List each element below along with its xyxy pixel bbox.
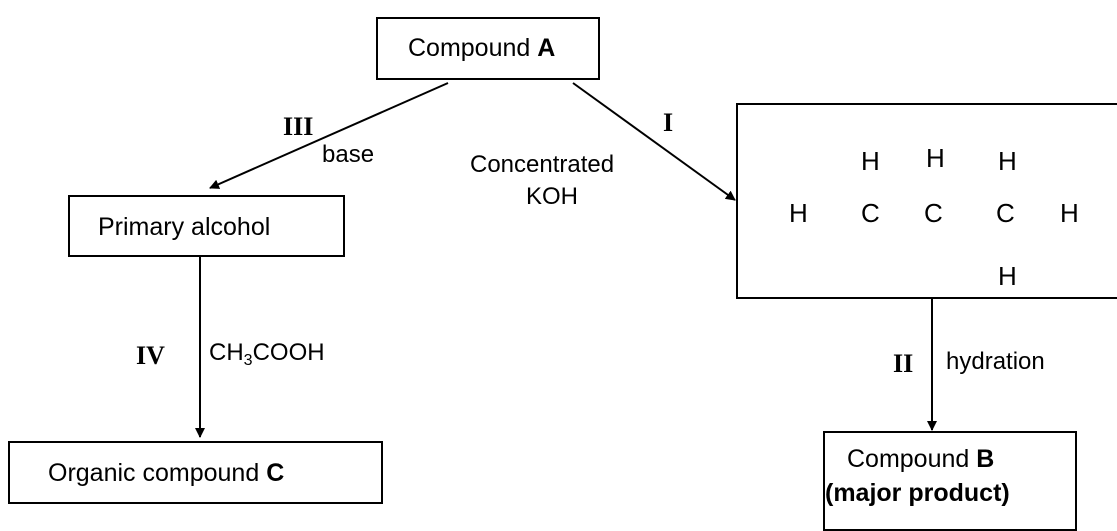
atom-c3: C [996,198,1015,228]
step-iii-label: III [283,112,314,141]
atom-h-bottom-c3: H [998,261,1017,291]
primary-alcohol-label: Primary alcohol [98,213,271,241]
step-iv-reagent: CH3COOH [209,339,325,370]
step-i-reagent-line2: KOH [526,183,579,210]
compound-a-letter: A [537,34,556,62]
atom-h-top-c1: H [861,146,880,176]
step-iv-reagent-rest: COOH [252,339,325,366]
compound-b-prefix: Compound [847,445,970,473]
compound-a-prefix: Compound [408,34,531,62]
atom-c1: C [861,198,880,228]
atom-h-right: H [1060,198,1079,228]
compound-c-box: Organic compound C [8,441,383,504]
propene-box [736,103,1117,299]
step-i-reagent-line1: Concentrated [470,151,615,178]
step-iv-reagent-main: CH [209,339,244,366]
arrow-step-i [572,82,736,201]
compound-b-note: (major product) [825,479,1010,507]
step-iv-label: IV [136,341,165,370]
compound-c-letter: C [266,459,285,487]
compound-c-prefix: Organic compound [48,459,260,487]
atom-h-top-c2: H [926,143,945,173]
arrow-step-iii [209,82,449,189]
compound-a-box: Compound A [376,17,600,80]
step-ii-reagent: hydration [946,348,1045,375]
compound-b-label: Compound B [847,445,994,474]
atom-h-top-c3: H [998,146,1017,176]
atom-h-left: H [789,198,808,228]
primary-alcohol-box: Primary alcohol [68,195,345,257]
compound-a-label: Compound A [408,34,555,63]
atom-c2: C [924,198,943,228]
step-ii-label: II [893,349,914,378]
step-i-label: I [663,108,674,137]
step-iv-reagent-sub: 3 [243,352,253,369]
compound-b-box: Compound B (major product) [823,431,1077,531]
compound-b-letter: B [976,445,995,473]
compound-c-label: Organic compound C [48,459,284,488]
step-iii-reagent: base [322,141,375,168]
